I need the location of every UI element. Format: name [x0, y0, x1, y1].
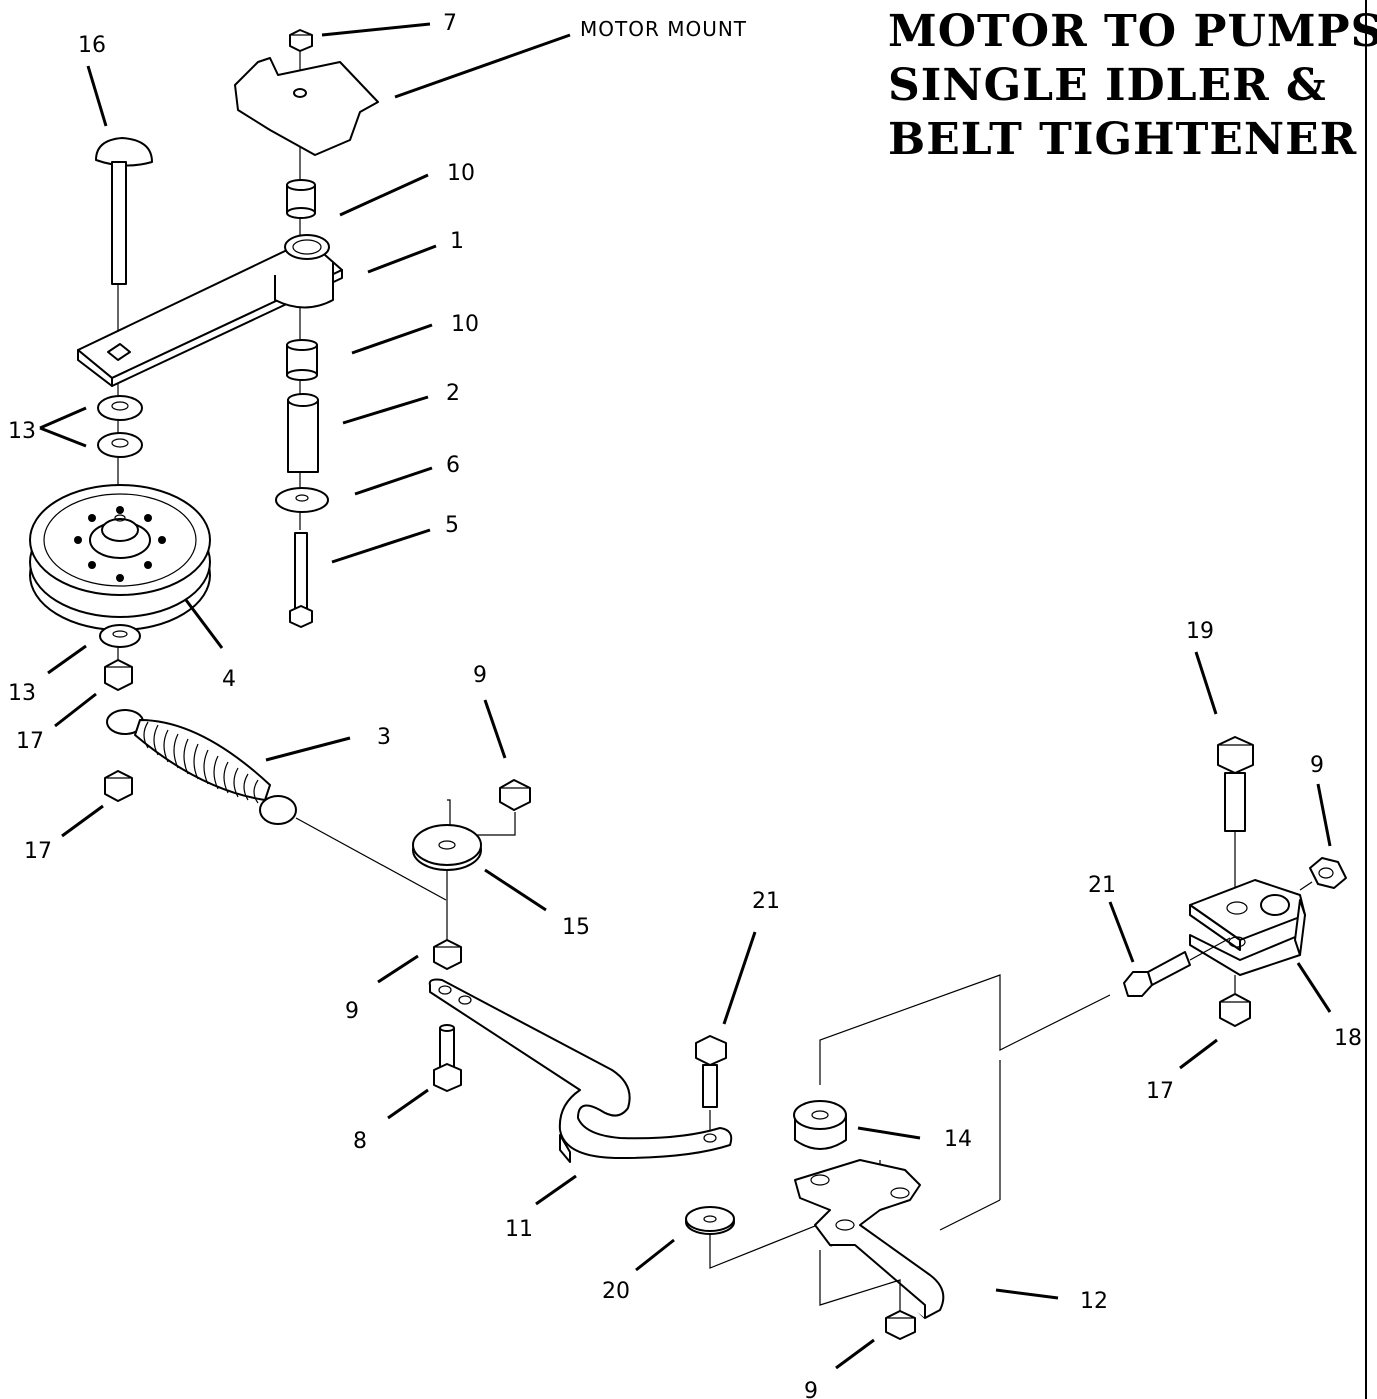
spring-hook-line — [295, 817, 447, 901]
callout-1: 1 — [450, 229, 464, 254]
callout-9-a: 9 — [473, 663, 487, 688]
diagram-title: MOTOR TO PUMPS SINGLE IDLER & BELT TIGHT… — [888, 6, 1377, 165]
callout-14: 14 — [944, 1127, 972, 1152]
hex-nut-9-c — [885, 1310, 916, 1340]
callout-9-d: 9 — [1310, 753, 1324, 778]
bolt-21-right — [1123, 937, 1231, 997]
callout-15: 15 — [562, 915, 590, 940]
callout-19: 19 — [1186, 619, 1214, 644]
washer-20 — [685, 1206, 735, 1235]
idler-arm-1 — [77, 234, 343, 387]
callout-8: 8 — [353, 1129, 367, 1154]
bolt-19 — [1217, 736, 1254, 900]
callout-3: 3 — [377, 725, 391, 750]
hex-nut-17-lower — [104, 770, 133, 802]
washer-13-upper — [97, 395, 143, 458]
spacer-14 — [793, 1100, 847, 1150]
hex-nut-7 — [289, 29, 313, 52]
title-line-2: SINGLE IDLER & — [888, 60, 1327, 111]
callout-10-lower: 10 — [451, 312, 479, 337]
hex-nut-9-d — [1309, 857, 1347, 889]
center-line-12b — [819, 1250, 901, 1318]
callout-17-upper: 17 — [16, 729, 44, 754]
bolt-21-middle — [695, 1035, 727, 1130]
hex-nut-9-a — [499, 779, 531, 811]
callout-21-middle: 21 — [752, 889, 780, 914]
callout-13-upper: 13 — [8, 419, 36, 444]
clevis-bracket-18 — [1189, 879, 1306, 976]
center-line-12a — [819, 974, 1111, 1085]
callout-12: 12 — [1080, 1289, 1108, 1314]
hex-nut-17-right — [1219, 993, 1251, 1027]
callout-16: 16 — [78, 33, 106, 58]
center-line-9d — [1299, 881, 1313, 891]
leader-lines — [39, 22, 1332, 1370]
bolt-5 — [289, 532, 313, 628]
carriage-bolt-16 — [95, 137, 153, 285]
callout-5: 5 — [445, 513, 459, 538]
center-line-12d — [939, 1199, 1001, 1231]
callout-17-lower: 17 — [24, 839, 52, 864]
washer-15 — [412, 824, 482, 871]
callout-6: 6 — [446, 453, 460, 478]
label-motor-mount: MOTOR MOUNT — [580, 17, 747, 41]
spacer-2 — [287, 393, 319, 473]
bolt-8 — [433, 1024, 462, 1092]
callout-7: 7 — [443, 11, 457, 36]
callout-20: 20 — [602, 1279, 630, 1304]
motor-mount-plate — [234, 57, 379, 156]
callout-13-lower: 13 — [8, 681, 36, 706]
title-line-1: MOTOR TO PUMPS — [888, 6, 1377, 57]
callout-2: 2 — [446, 381, 460, 406]
callout-17-right: 17 — [1146, 1079, 1174, 1104]
bracket-12 — [794, 1159, 945, 1319]
callout-10-top: 10 — [447, 161, 475, 186]
title-line-3: BELT TIGHTENER — [888, 114, 1357, 165]
idler-pulley-4 — [29, 484, 211, 631]
callout-9-c: 9 — [804, 1379, 818, 1399]
callout-9-b: 9 — [345, 999, 359, 1024]
tightener-arm-11 — [428, 978, 733, 1163]
callout-11: 11 — [505, 1217, 533, 1242]
hex-nut-17-upper — [104, 659, 133, 691]
hex-nut-9-b — [433, 939, 462, 970]
bushing-10-lower — [286, 339, 318, 381]
washer-13-lower — [99, 624, 141, 648]
callout-4: 4 — [222, 667, 236, 692]
extension-spring-3 — [106, 709, 297, 825]
callout-18: 18 — [1334, 1026, 1362, 1051]
washer-6 — [275, 487, 329, 513]
callout-21-right: 21 — [1088, 873, 1116, 898]
bushing-10-top — [286, 179, 316, 219]
